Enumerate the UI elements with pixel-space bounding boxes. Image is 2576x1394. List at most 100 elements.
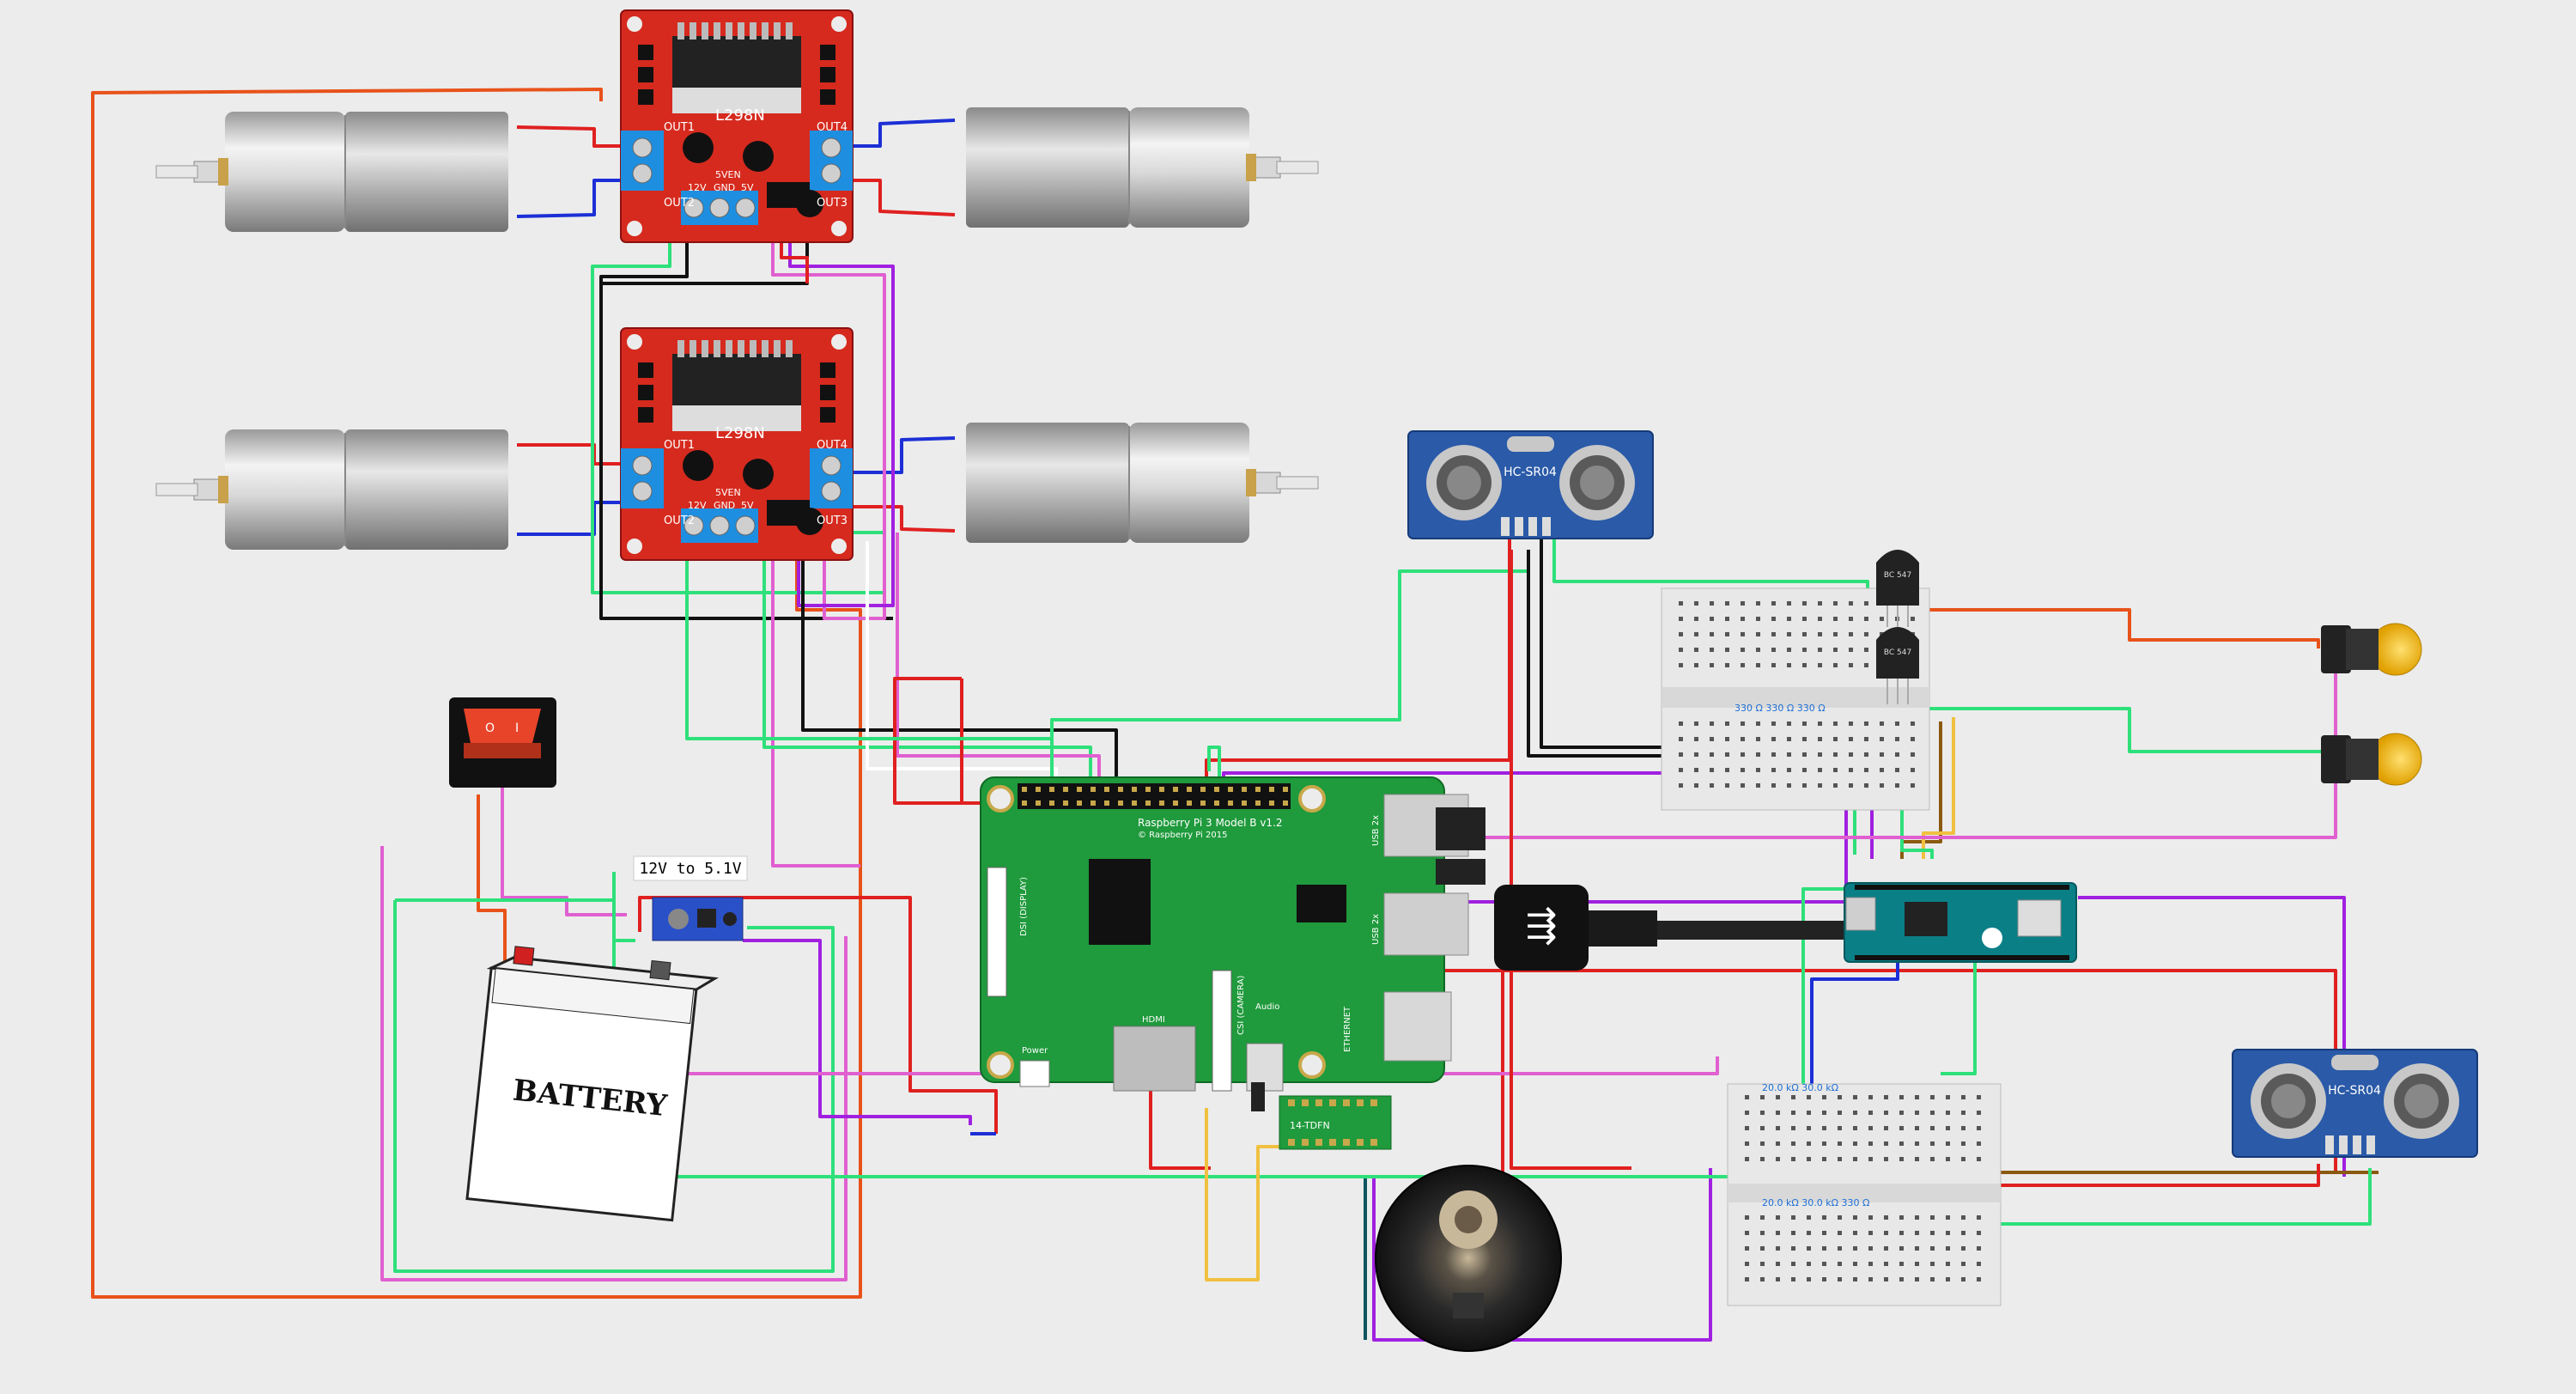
breadboard-hole bbox=[1787, 663, 1791, 667]
breadboard-hole bbox=[1899, 1262, 1904, 1266]
breadboard-hole bbox=[1899, 1246, 1904, 1251]
dac-board: 14-TDFN bbox=[1279, 1095, 1392, 1150]
breadboard-hole bbox=[1895, 721, 1899, 726]
breadboard-hole bbox=[1849, 737, 1853, 741]
breadboard-hole bbox=[1946, 1277, 1950, 1281]
breadboard-hole bbox=[1833, 663, 1838, 667]
breadboard-hole bbox=[1771, 783, 1776, 788]
driver-out1-label: OUT1 bbox=[664, 439, 695, 452]
pi-usb-top-label: USB 2x bbox=[1371, 815, 1381, 846]
breadboard-bottom: 20.0 kΩ 30.0 kΩ 20.0 kΩ 30.0 kΩ 330 Ω bbox=[1727, 1082, 2002, 1306]
breadboard-hole bbox=[1694, 663, 1698, 667]
breadboard-hole bbox=[1745, 1277, 1749, 1281]
arduino-board bbox=[1844, 882, 2077, 963]
breadboard-hole bbox=[1930, 1262, 1935, 1266]
breadboard-hole bbox=[1807, 1126, 1811, 1130]
breadboard-hole bbox=[1787, 768, 1791, 772]
breadboard-hole bbox=[1930, 1277, 1935, 1281]
breadboard-hole bbox=[1880, 768, 1884, 772]
breadboard-hole bbox=[1802, 632, 1807, 636]
breadboard-hole bbox=[1868, 1141, 1873, 1146]
breadboard-hole bbox=[1884, 1262, 1888, 1266]
audio-plug bbox=[1251, 1082, 1265, 1111]
breadboard-hole bbox=[1864, 768, 1868, 772]
ethernet-port bbox=[1383, 991, 1452, 1062]
breadboard-hole bbox=[1807, 1111, 1811, 1115]
breadboard-hole bbox=[1864, 752, 1868, 757]
breadboard-hole bbox=[1868, 1095, 1873, 1099]
breadboard-hole bbox=[1694, 737, 1698, 741]
driver-5v-label: 5V bbox=[741, 500, 754, 511]
usb-cable: ⇶ bbox=[1494, 885, 1846, 971]
breadboard-hole bbox=[1756, 617, 1760, 621]
breadboard-hole bbox=[1911, 752, 1915, 757]
breadboard-hole bbox=[1864, 601, 1868, 606]
breadboard-hole bbox=[1791, 1095, 1795, 1099]
usb-symbol-icon: ⇶ bbox=[1526, 904, 1558, 947]
breadboard-hole bbox=[1915, 1262, 1919, 1266]
breadboard-hole bbox=[1930, 1111, 1935, 1115]
breadboard-hole bbox=[1771, 663, 1776, 667]
breadboard-hole bbox=[1961, 1246, 1965, 1251]
breadboard-hole bbox=[1915, 1141, 1919, 1146]
breadboard-hole bbox=[1710, 632, 1714, 636]
breadboard-hole bbox=[1760, 1246, 1765, 1251]
breadboard-bottom-resistor-labels-2: 20.0 kΩ 30.0 kΩ 330 Ω bbox=[1762, 1197, 1869, 1208]
breadboard-hole bbox=[1694, 768, 1698, 772]
breadboard-hole bbox=[1833, 737, 1838, 741]
breadboard-hole bbox=[1787, 632, 1791, 636]
breadboard-hole bbox=[1694, 617, 1698, 621]
indicator-lamp-bottom bbox=[2321, 733, 2422, 786]
breadboard-hole bbox=[1818, 663, 1822, 667]
sensor-label: HC-SR04 bbox=[1504, 466, 1557, 479]
breadboard-hole bbox=[1725, 617, 1729, 621]
breadboard-hole bbox=[1864, 737, 1868, 741]
breadboard-hole bbox=[1741, 663, 1745, 667]
breadboard-hole bbox=[1710, 601, 1714, 606]
breadboard-hole bbox=[1838, 1231, 1842, 1235]
buck-converter-label: 12V to 5.1V bbox=[639, 860, 741, 878]
breadboard-hole bbox=[1807, 1231, 1811, 1235]
breadboard-hole bbox=[1868, 1111, 1873, 1115]
breadboard-hole bbox=[1977, 1111, 1981, 1115]
breadboard-hole bbox=[1911, 617, 1915, 621]
breadboard-hole bbox=[1679, 632, 1683, 636]
breadboard-hole bbox=[1818, 601, 1822, 606]
breadboard-hole bbox=[1977, 1215, 1981, 1220]
breadboard-hole bbox=[1776, 1095, 1780, 1099]
breadboard-hole bbox=[1741, 737, 1745, 741]
breadboard-hole bbox=[1787, 601, 1791, 606]
breadboard-hole bbox=[1915, 1277, 1919, 1281]
transistor-2-label: BC 547 bbox=[1884, 648, 1911, 657]
breadboard-hole bbox=[1849, 752, 1853, 757]
breadboard-hole bbox=[1725, 601, 1729, 606]
breadboard-hole bbox=[1725, 648, 1729, 652]
breadboard-hole bbox=[1853, 1126, 1857, 1130]
breadboard-hole bbox=[1756, 648, 1760, 652]
battery: BATTERY bbox=[465, 946, 719, 1222]
breadboard-hole bbox=[1899, 1231, 1904, 1235]
motor-mid-right bbox=[965, 422, 1319, 544]
breadboard-hole bbox=[1915, 1231, 1919, 1235]
breadboard-top: 330 Ω 330 Ω 330 Ω bbox=[1661, 587, 1930, 811]
breadboard-hole bbox=[1977, 1141, 1981, 1146]
breadboard-hole bbox=[1895, 737, 1899, 741]
breadboard-hole bbox=[1760, 1111, 1765, 1115]
breadboard-hole bbox=[1818, 648, 1822, 652]
switch-off-mark: O bbox=[485, 721, 495, 735]
breadboard-hole bbox=[1710, 648, 1714, 652]
breadboard-hole bbox=[1760, 1262, 1765, 1266]
breadboard-hole bbox=[1776, 1111, 1780, 1115]
driver-out4-label: OUT4 bbox=[817, 121, 848, 134]
breadboard-hole bbox=[1760, 1277, 1765, 1281]
breadboard-hole bbox=[1760, 1215, 1765, 1220]
breadboard-hole bbox=[1868, 1157, 1873, 1161]
breadboard-hole bbox=[1776, 1157, 1780, 1161]
motor-top-right bbox=[965, 107, 1319, 228]
breadboard-hole bbox=[1977, 1126, 1981, 1130]
breadboard-hole bbox=[1915, 1246, 1919, 1251]
transistor-2: BC 547 bbox=[1876, 627, 1919, 704]
sensor-label: HC-SR04 bbox=[2328, 1084, 2381, 1098]
breadboard-hole bbox=[1961, 1126, 1965, 1130]
driver-out3-label: OUT3 bbox=[817, 514, 848, 527]
